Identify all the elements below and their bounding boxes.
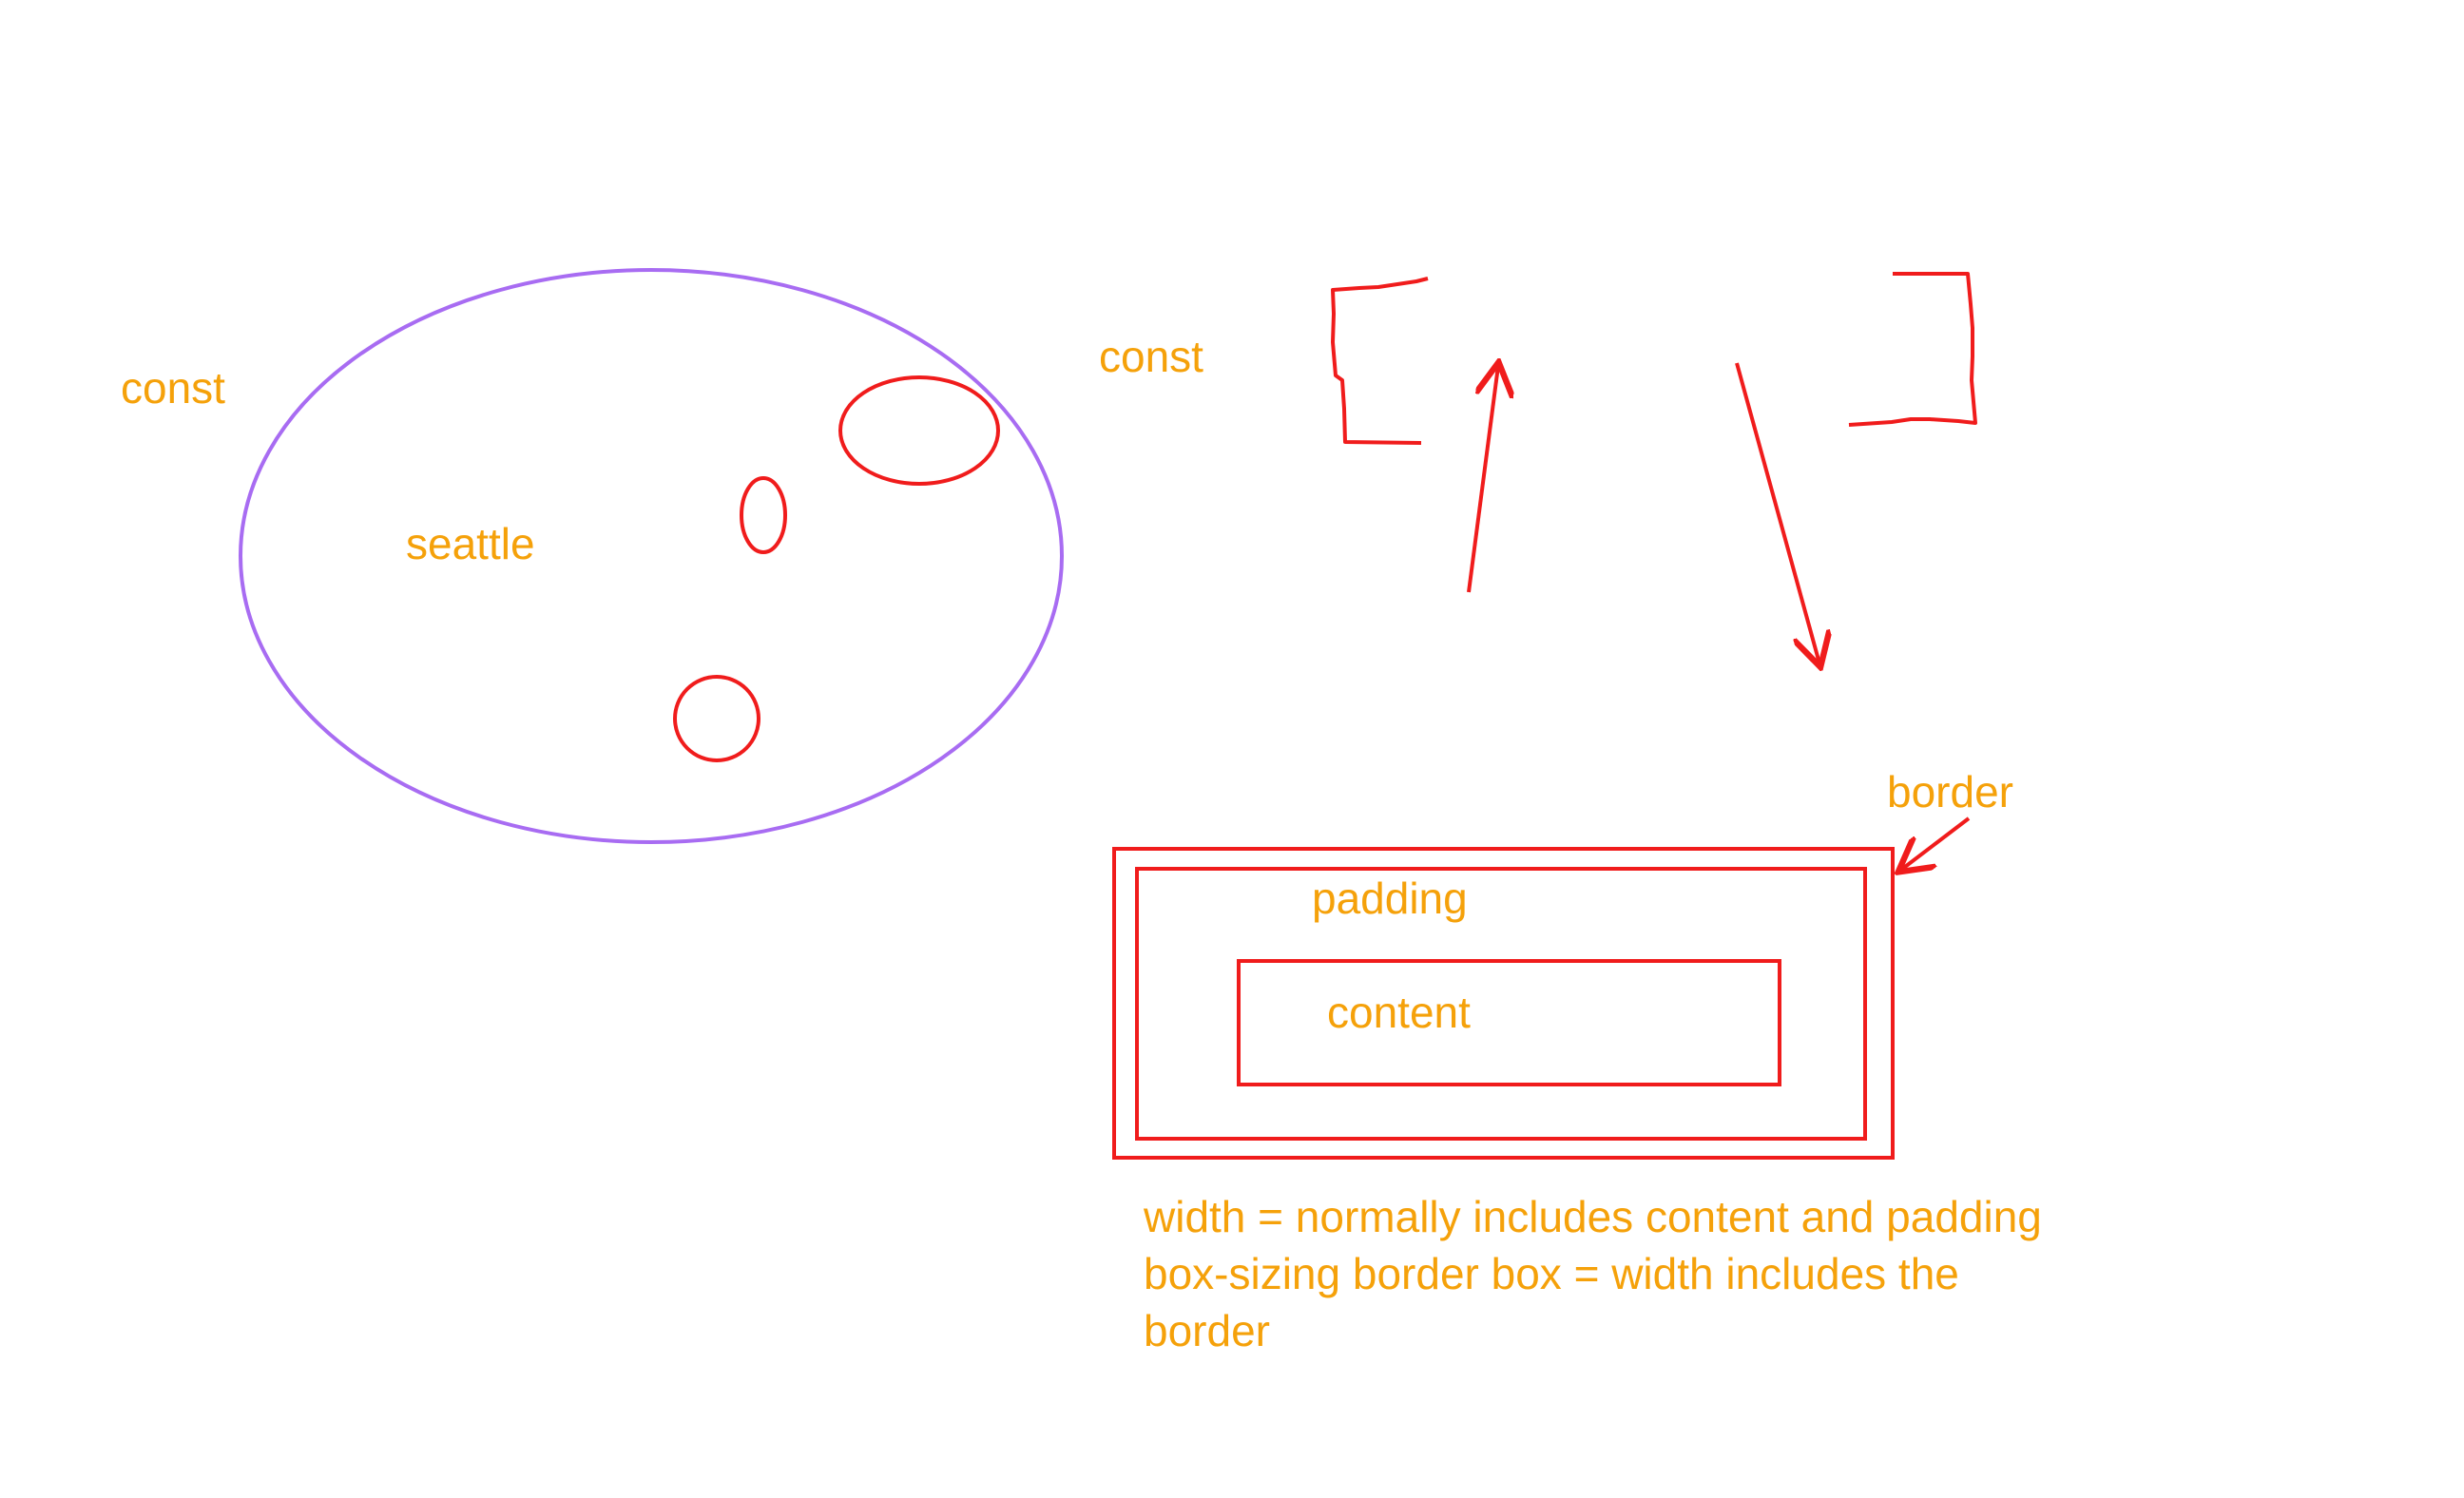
small-circle-bottom	[673, 675, 760, 762]
left-bracket	[1331, 277, 1429, 445]
label-const-left: const	[121, 363, 225, 413]
label-seattle: seattle	[406, 519, 535, 568]
label-const-right: const	[1099, 332, 1203, 381]
border-arrow	[1901, 816, 1971, 870]
arrow-up	[1467, 366, 1498, 593]
seattle-ellipse	[239, 268, 1064, 844]
arrow-down	[1735, 362, 1819, 663]
border-box-outer	[1112, 847, 1895, 1160]
label-padding: padding	[1312, 874, 1468, 923]
note-line-3: border	[1144, 1306, 1270, 1355]
label-border: border	[1887, 767, 2013, 816]
small-ellipse-middle	[740, 476, 787, 554]
label-content: content	[1327, 988, 1471, 1037]
padding-box	[1135, 867, 1867, 1141]
note-line-2: box-sizing border box = width includes t…	[1144, 1249, 1959, 1298]
right-bracket	[1848, 272, 1977, 427]
note-line-1: width = normally includes content and pa…	[1143, 1192, 2042, 1241]
small-ellipse-top-right	[838, 375, 1000, 486]
content-box	[1237, 959, 1781, 1086]
